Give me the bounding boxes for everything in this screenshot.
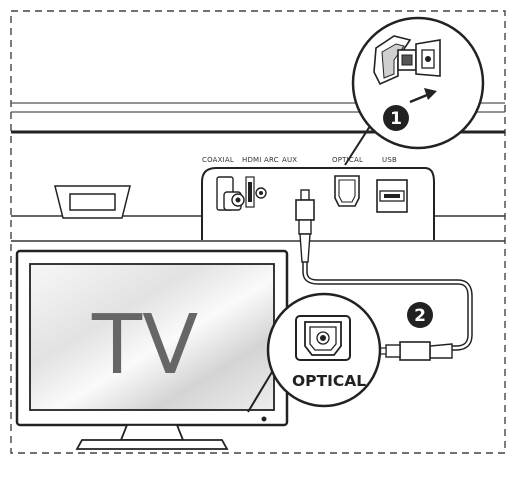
label-usb: USB bbox=[382, 156, 397, 164]
arrow-head-icon bbox=[424, 88, 437, 100]
label-aux: AUX bbox=[282, 156, 297, 164]
tv-optical-callout: OPTICAL bbox=[247, 292, 382, 413]
tv-stand-neck bbox=[119, 424, 185, 441]
dashed-frame bbox=[10, 10, 506, 454]
label-hdmi-arc: HDMI ARC bbox=[242, 156, 279, 164]
coaxial-jack bbox=[216, 176, 245, 211]
tv-screen bbox=[29, 263, 275, 411]
tv-stand-base bbox=[75, 439, 229, 450]
tv-optical-label: OPTICAL bbox=[292, 372, 366, 390]
protective-cap-icon bbox=[373, 35, 441, 86]
tv-power-led bbox=[261, 416, 267, 422]
tv: TV bbox=[15, 249, 289, 450]
aux-jack bbox=[255, 187, 267, 199]
step-number-2: 2 bbox=[414, 306, 426, 326]
optical-plug-soundbar bbox=[295, 189, 315, 263]
soundbar-optical-port bbox=[334, 175, 360, 207]
hdmi-arc-port bbox=[245, 176, 255, 208]
optical-cable bbox=[295, 189, 473, 361]
label-coaxial: COAXIAL bbox=[202, 156, 234, 164]
step-badge-2: 2 bbox=[407, 302, 433, 328]
rear-port-panel bbox=[201, 167, 435, 240]
optical-plug-tv bbox=[375, 341, 453, 361]
cap-removal-callout bbox=[344, 16, 485, 166]
tv-label: TV bbox=[91, 298, 198, 393]
step-badge-1: 1 bbox=[383, 105, 409, 131]
soundbar-side-button bbox=[54, 185, 131, 219]
usb-port bbox=[376, 179, 408, 213]
step-number-1: 1 bbox=[390, 109, 402, 129]
